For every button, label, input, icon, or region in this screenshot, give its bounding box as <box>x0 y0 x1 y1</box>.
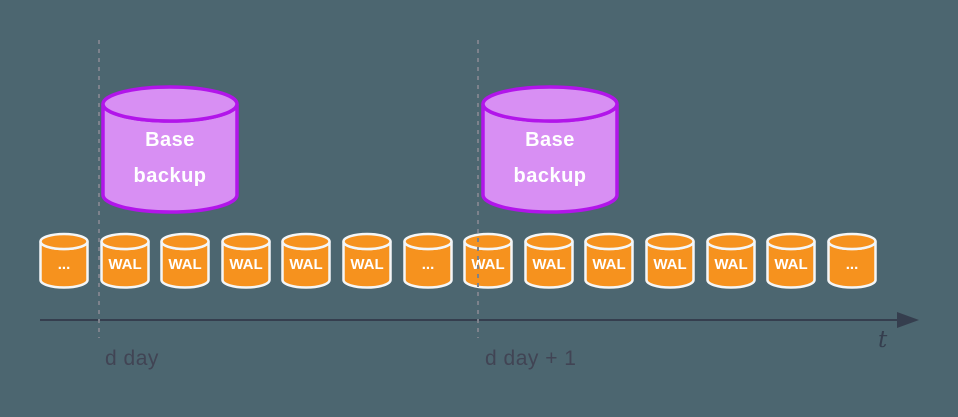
wal-label: WAL <box>653 256 686 273</box>
wal-cylinder: WAL <box>462 232 514 290</box>
wal-label: WAL <box>472 256 505 273</box>
database-cylinder-icon: WAL <box>705 232 756 289</box>
wal-cylinder: WAL <box>583 232 635 290</box>
database-cylinder-icon: ... <box>402 232 453 289</box>
wal-cylinder: ... <box>402 232 454 290</box>
day-label-1: d day <box>105 347 159 370</box>
wal-label: WAL <box>593 256 626 273</box>
arrow-right-icon <box>897 312 919 328</box>
wal-cylinder: WAL <box>341 232 393 290</box>
wal-cylinder: WAL <box>220 232 272 290</box>
wal-row: ... WAL WAL WAL WAL <box>38 232 878 290</box>
wal-cylinder: WAL <box>523 232 575 290</box>
database-cylinder-icon: WAL <box>524 232 574 289</box>
database-cylinder-icon: WAL <box>281 232 332 289</box>
day-marker-line-1 <box>98 40 100 338</box>
base-backup-cylinder-1: Base backup <box>100 83 240 218</box>
wal-label: WAL <box>108 256 141 273</box>
wal-label: ... <box>421 256 434 273</box>
database-cylinder-icon: WAL <box>584 232 635 289</box>
wal-cylinder: WAL <box>99 232 151 290</box>
time-axis-label: t <box>878 327 888 353</box>
base-backup-label-line2: backup <box>133 165 207 187</box>
wal-label: WAL <box>169 256 202 273</box>
wal-label: WAL <box>714 256 747 273</box>
base-backup-cylinder-2: Base backup <box>480 83 620 218</box>
base-backup-label-line2: backup <box>513 165 587 187</box>
wal-cylinder: ... <box>38 232 90 290</box>
database-cylinder-icon: ... <box>827 232 877 289</box>
wal-label: WAL <box>350 256 383 273</box>
database-cylinder-icon: WAL <box>160 232 210 289</box>
database-cylinder-icon: ... <box>39 232 89 289</box>
wal-label: WAL <box>532 256 565 273</box>
database-cylinder-icon: WAL <box>645 232 695 289</box>
wal-label: WAL <box>229 256 262 273</box>
time-axis-line <box>40 319 902 321</box>
database-cylinder-icon <box>101 85 239 214</box>
day-label-2: d day + 1 <box>485 347 577 370</box>
wal-label: ... <box>846 256 859 273</box>
wal-label: ... <box>58 256 71 273</box>
database-cylinder-icon: WAL <box>342 232 392 289</box>
base-backup-label: Base backup <box>480 83 620 218</box>
base-backup-label: Base backup <box>100 83 240 218</box>
wal-cylinder: WAL <box>644 232 696 290</box>
wal-cylinder: ... <box>826 232 878 290</box>
wal-cylinder: WAL <box>159 232 211 290</box>
database-cylinder-icon: WAL <box>221 232 271 289</box>
wal-cylinder: WAL <box>705 232 757 290</box>
base-backup-label-line1: Base <box>525 129 575 151</box>
database-cylinder-icon: WAL <box>766 232 817 289</box>
database-cylinder-icon: WAL <box>99 232 150 289</box>
wal-label: WAL <box>290 256 323 273</box>
wal-cylinder: WAL <box>280 232 332 290</box>
wal-cylinder: WAL <box>765 232 817 290</box>
day-marker-line-2 <box>477 40 479 338</box>
wal-label: WAL <box>775 256 808 273</box>
database-cylinder-icon <box>481 85 619 214</box>
database-cylinder-icon: WAL <box>463 232 514 289</box>
base-backup-label-line1: Base <box>145 129 195 151</box>
